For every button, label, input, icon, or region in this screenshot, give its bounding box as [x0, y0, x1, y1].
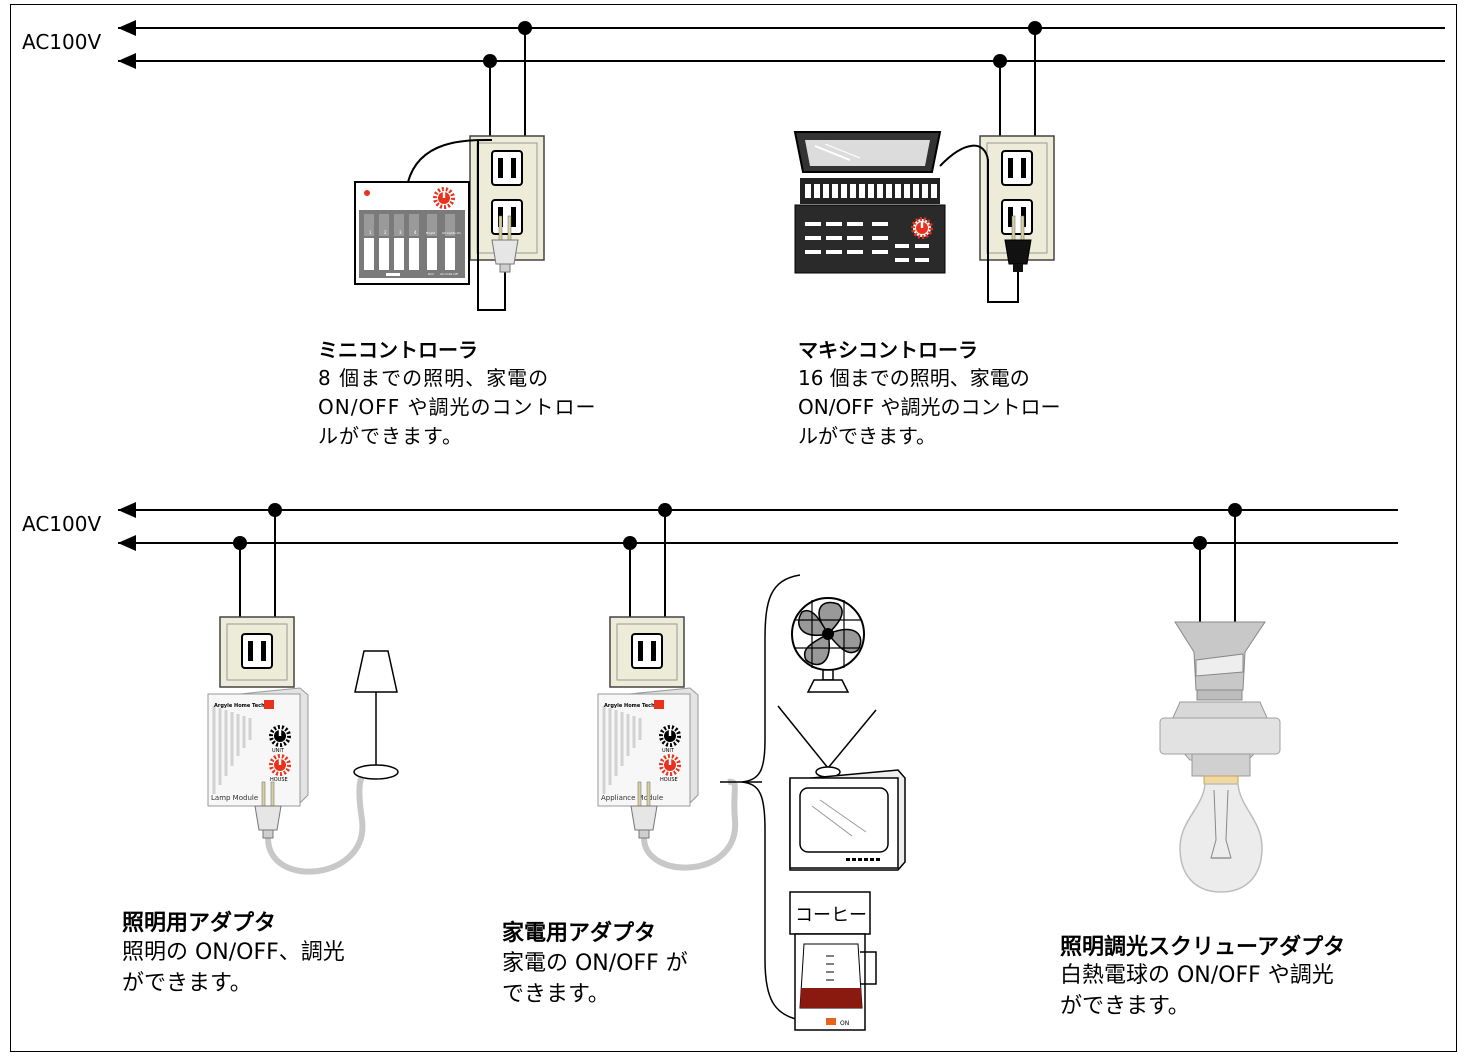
maxi-controller-title: マキシコントローラ	[798, 338, 978, 362]
lamp-dial-unit: UNIT	[272, 748, 285, 754]
appliance-module: Argyle Home Tech UNIT HOUSE Appliance Mo…	[597, 687, 699, 807]
diagram-frame	[10, 4, 1457, 1052]
appliance-dial-house: HOUSE	[660, 777, 678, 783]
bottom-bus	[118, 502, 1398, 622]
appliance-module-brand: Argyle Home Tech	[604, 703, 655, 709]
coffee-maker-icon: コーヒー ON	[789, 891, 877, 1031]
mini-controller-device: 1 2 3 4 Bright All Lights On Dim All Uni…	[354, 181, 470, 285]
light-bulb-icon	[1179, 783, 1263, 893]
screw-adapter-desc: 白熱電球の ON/OFF や調光 ができます。	[1060, 963, 1334, 1019]
screw-adapter	[1159, 621, 1281, 785]
maxi-dial-icon	[911, 217, 933, 239]
mini-label-bright: Bright	[426, 231, 436, 235]
appliance-module-title: 家電用アダプタ	[502, 921, 657, 946]
coffee-label: コーヒー	[795, 905, 867, 926]
outlet-icon	[631, 633, 663, 669]
mini-label-dim: Dim	[428, 272, 434, 276]
appliance-dial-unit: UNIT	[662, 748, 675, 754]
coffee-switch-label: ON	[840, 1020, 849, 1027]
lamp-dial-house: HOUSE	[270, 777, 288, 783]
tv-icon	[777, 705, 906, 871]
mini-dial-icon	[433, 187, 455, 209]
lamp-module-outlet	[219, 616, 295, 688]
maxi-controller-desc: 16 個までの照明、家電の ON/OFF や調光のコントロー ルができます。	[798, 366, 1061, 448]
outlet-icon	[241, 633, 273, 669]
bottom-bus-label: AC100V	[22, 512, 102, 536]
lamp-module-label: Lamp Module	[211, 794, 258, 802]
mini-label-1: 1	[369, 230, 372, 235]
maxi-controller-device	[793, 131, 946, 274]
mini-label-all-off: All Units Off	[440, 272, 459, 276]
screw-adapter-title: 照明調光スクリューアダプタ	[1060, 935, 1346, 960]
lamp-module: Argyle Home Tech UNIT HOUSE Lamp Module	[207, 687, 309, 807]
appliance-module-desc: 家電の ON/OFF が できます。	[502, 951, 688, 1007]
appliance-module-label: Appliance Module	[601, 794, 663, 802]
mini-label-all-on: All Lights On	[442, 231, 461, 235]
mini-label-4: 4	[414, 230, 417, 235]
lamp-module-brand: Argyle Home Tech	[214, 703, 265, 709]
lamp-module-title: 照明用アダプタ	[122, 911, 277, 936]
top-bus	[118, 20, 1445, 140]
mini-label-3: 3	[399, 230, 402, 235]
appliance-module-outlet	[609, 616, 685, 688]
mini-led-icon	[364, 190, 370, 196]
floor-lamp-icon	[353, 650, 399, 780]
top-bus-label: AC100V	[22, 30, 102, 54]
mini-label-2: 2	[384, 230, 387, 235]
mini-controller-title: ミニコントローラ	[318, 338, 478, 362]
maxi-controller-outlet	[979, 135, 1055, 261]
lamp-module-desc: 照明の ON/OFF、調光 ができます。	[122, 940, 345, 996]
fan-icon	[791, 597, 865, 693]
mini-controller-desc: 8 個までの照明、家電の ON/OFF や調光のコントロー ルができます。	[318, 366, 597, 448]
